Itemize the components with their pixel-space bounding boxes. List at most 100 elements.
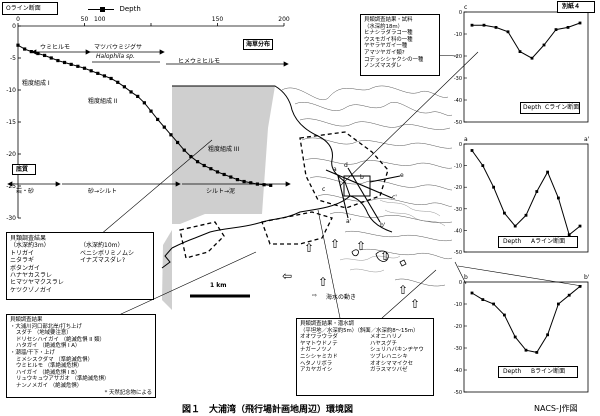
topright-item: コデッシシャクシの一種 (364, 56, 424, 63)
survey-box: 貝類調査結果 ・大浦川河口部北岸/打ち上げ スダチ （地域要注意） ドリセシハイ… (6, 314, 156, 398)
small-chart-depth-point (554, 28, 558, 31)
profile-depth-point (69, 62, 73, 66)
small-chart-y-label: -40 (454, 228, 462, 234)
profile-depth-point (242, 179, 246, 184)
small-chart-end-label: a' (584, 136, 590, 143)
small-chart-depth-point (481, 298, 485, 301)
land-shading (172, 86, 275, 224)
small-chart-depth-point (482, 23, 486, 27)
c-legend-label: Cライン断面 (545, 104, 580, 111)
small-chart-y-label: 0 (459, 280, 462, 286)
shellfish-item: ケツクゾノガイ (10, 286, 52, 294)
profile-depth-point (222, 172, 226, 177)
diving-item: メオニハリノ (370, 334, 403, 341)
diving-box: 貝類調査結果・潜水調 （平坦地／水深約5m）（斜面／水深約8〜15m） オオワラ… (296, 318, 434, 396)
profile-depth-point (109, 76, 113, 81)
b-legend-series: Depth (503, 368, 522, 375)
small-chart-depth-point (470, 23, 474, 27)
profile-depth-point (122, 85, 126, 89)
seaweed-zone-1: ウミヒルモ (40, 44, 71, 51)
small-chart-depth-point (578, 21, 582, 25)
small-chart-depth-point (535, 190, 539, 193)
topright-item: アマツヤガイ類? (364, 49, 405, 56)
diving-title: 貝類調査結果・潜水調 (300, 321, 354, 327)
small-chart-depth-point (492, 185, 495, 189)
small-chart-y-label: 0 (459, 10, 462, 16)
map-point-b-prime: b' (380, 222, 386, 229)
profile-header-box: Oライン断面 (2, 2, 58, 15)
diving-item: ナガーノツノ (300, 347, 333, 354)
topright-item: ウスモガイ科の一種 (364, 36, 413, 43)
profile-x-tick-label: 150 (212, 16, 224, 23)
shellfish-item: ニタラギ (10, 257, 35, 265)
small-chart-depth-point (494, 26, 498, 29)
map-point-c-prime: c' (392, 194, 397, 201)
diving-item: アカヤガイシ (300, 367, 333, 374)
profile-depth-point (49, 56, 53, 60)
survey-note: * 天然記念物による (104, 389, 152, 396)
seaweed-box: 海草分布 (243, 39, 273, 50)
bottom-arrows (7, 181, 291, 187)
up-arrow-icon: ⇧ (398, 283, 409, 297)
small-chart-depth-point (535, 351, 539, 354)
profile-depth-point (189, 154, 193, 159)
seaweed-zone-4: ヒメウミヒルモ (178, 58, 221, 65)
profile-y-tick-label: -25 (6, 183, 16, 190)
up-arrow-icon: ⇧ (410, 297, 421, 311)
small-chart-start-label: a (464, 136, 468, 143)
profile-x-tick: 100 (94, 16, 106, 23)
diving-item: オオワラウラダ (300, 334, 338, 341)
profile-y-tick-label: -10 (6, 87, 16, 94)
small-chart-depth-point (524, 348, 528, 352)
shellfish-title: 貝類調査結果 (10, 235, 47, 242)
survey-item: ナンノメガイ （絶滅危惧） (16, 382, 83, 389)
survey-line1: ・大浦川河口部北岸/打ち上げ (10, 323, 82, 330)
profile-depth-point (249, 181, 253, 185)
small-chart-depth-point (518, 50, 522, 53)
diving-item: ハヤスグチ (370, 340, 397, 347)
figure-credit: NACS-J作図 (534, 404, 578, 413)
survey-item: ウミヒルモ （準絶滅危惧） (16, 363, 83, 370)
small-chart-depth-point (503, 211, 506, 215)
profile-depth-point (29, 50, 33, 54)
small-chart-y-label: -30 (454, 207, 462, 213)
up-arrow-icon: ⇧ (380, 249, 391, 263)
small-chart-depth-point (557, 196, 560, 200)
small-chart-depth-point (578, 285, 582, 288)
sediment-zone-3: 粗度組成 III (208, 146, 240, 153)
shellfish-box: 貝類調査結果 （水深約3m） トリガイ ニタラギ ボタンガイ ハナヤカスラレ ヒ… (6, 232, 154, 300)
small-chart-start-label: b (464, 274, 468, 281)
profile-y-tick-label: -15 (6, 119, 16, 126)
map-point-a-prime: a' (346, 218, 352, 225)
diving-subtitle: （平坦地／水深約5m）（斜面／水深約8〜15m） (300, 327, 419, 334)
small-chart-depth-point (546, 170, 549, 174)
small-chart-y-label: -30 (454, 76, 462, 82)
topright-item: ノンズマスダレ (364, 63, 402, 70)
profile-depth-point (23, 47, 27, 51)
bottom-label: 底質 (16, 166, 29, 173)
map-point-e: e (400, 172, 404, 179)
small-chart-frame (463, 143, 589, 253)
shellfish-item: トリガイ (10, 249, 35, 257)
bottom-zone-1: 岩・砂 (16, 188, 35, 195)
diving-item: ニシシャミカド (300, 353, 338, 360)
b-chart-legend: Depth Bライン断面 (498, 366, 578, 378)
left-arrow-icon: ⇦ (282, 269, 293, 283)
sediment-zone-1: 粗度組成 I (22, 80, 50, 87)
seaweed-arrows (31, 49, 289, 67)
small-chart-depth-point (566, 26, 570, 29)
small-chart-depth-point (530, 56, 534, 60)
profile-legend-label: Depth (119, 5, 141, 13)
leader-lines (99, 51, 583, 321)
map-point-a: a (333, 166, 337, 173)
seaweed-zone-3: Halophila sp. (96, 53, 135, 60)
survey-item: ハイガイ （絶滅危惧 I B） (16, 369, 81, 376)
profile-depth-point (149, 109, 153, 113)
profile-depth-point (202, 163, 206, 168)
shellfish-item: ハナヤカスラレ (10, 272, 53, 280)
small-chart-y-label: -10 (454, 302, 462, 308)
profile-line (16, 43, 273, 187)
